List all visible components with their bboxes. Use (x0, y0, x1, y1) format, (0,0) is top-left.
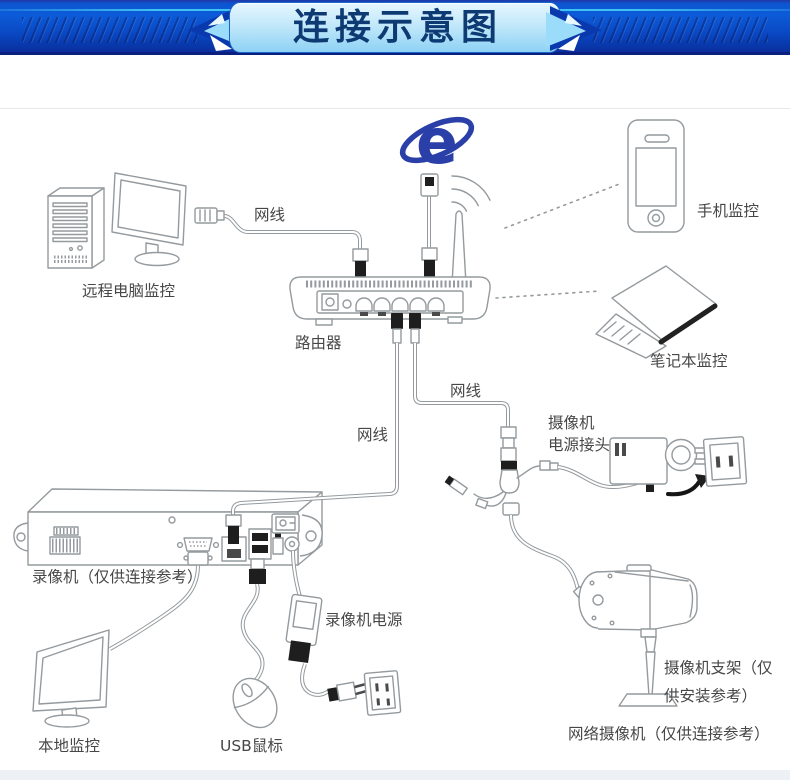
laptop: 笔记本监控 (595, 265, 728, 370)
ie-browser-icon: e (399, 105, 475, 178)
cable-label-camera: 网线 (450, 382, 481, 400)
remote-pc-label: 远程电脑监控 (82, 282, 175, 300)
camera-power-label-1: 摄像机 (548, 414, 595, 432)
bracket-label-1: 摄像机支架（仅 (664, 659, 773, 677)
dvr-vga-port (183, 537, 213, 552)
banner-arrow-right-icon (546, 6, 602, 51)
vga-connector (187, 551, 209, 566)
laptop-label: 笔记本监控 (650, 352, 728, 370)
title-panel: 连接示意图 (230, 3, 560, 52)
router-label: 路由器 (295, 334, 342, 352)
wifi-signal-icon (451, 175, 491, 212)
cable-label-dvr: 网线 (357, 426, 388, 444)
header-banner: 连接示意图 (0, 0, 790, 55)
phone: 手机监控 (627, 119, 759, 233)
bracket-label-2: 供安装参考） (664, 687, 757, 705)
pigtail-splitter (501, 461, 517, 470)
cable-router-camera: 网线 (413, 343, 520, 510)
camera-power-adapter (609, 437, 708, 492)
cable-label-top: 网线 (254, 206, 285, 224)
dvr-power: 录像机电源 (285, 550, 403, 716)
dvr-left-bracket (13, 522, 29, 552)
cable-internet-router (420, 173, 439, 278)
wifi-link-phone (504, 182, 623, 229)
cable-pc-router: 网线 (194, 206, 369, 278)
local-monitor-label: 本地监控 (38, 737, 100, 755)
banner-hatch-right (593, 17, 768, 43)
camera-wall-outlet (702, 436, 748, 487)
banner-hatch-left (22, 17, 197, 43)
dvr-power-label: 录像机电源 (325, 611, 403, 629)
camera-power-label-2: 电源接头 (548, 436, 610, 454)
monitor-local: 本地监控 (32, 551, 213, 755)
ac-plug (327, 681, 367, 702)
camera-power-chain: 摄像机 电源接头 (516, 414, 748, 497)
camera-bracket (618, 628, 678, 707)
router: 路由器 (289, 210, 491, 352)
usb-mouse-label: USB鼠标 (220, 737, 283, 755)
dvr-right-bracket (299, 514, 323, 557)
dvr-recorder: 录像机（仅供连接参考） (13, 488, 323, 586)
network-camera-label: 网络摄像机（仅供连接参考） (568, 725, 770, 743)
plug-arrow (666, 480, 701, 497)
monitor-remote: 远程电脑监控 (82, 172, 187, 300)
page-title: 连接示意图 (292, 6, 503, 48)
wifi-link-laptop (495, 290, 601, 299)
usb-mouse: USB鼠标 (220, 558, 283, 755)
router-antenna (451, 210, 467, 285)
dvr-wall-outlet (363, 670, 402, 716)
phone-label: 手机监控 (697, 202, 759, 220)
dvr-label: 录像机（仅供连接参考） (32, 568, 203, 586)
pc-tower (47, 187, 105, 269)
svg-text:e: e (416, 105, 458, 178)
cable-router-dvr: 网线 (225, 343, 399, 544)
network-camera: 摄像机支架（仅 供安装参考） 网络摄像机（仅供连接参考） (568, 564, 773, 743)
dvr-dc-jack (284, 536, 300, 552)
usb-plug (250, 558, 265, 570)
footer-strip (0, 770, 790, 780)
